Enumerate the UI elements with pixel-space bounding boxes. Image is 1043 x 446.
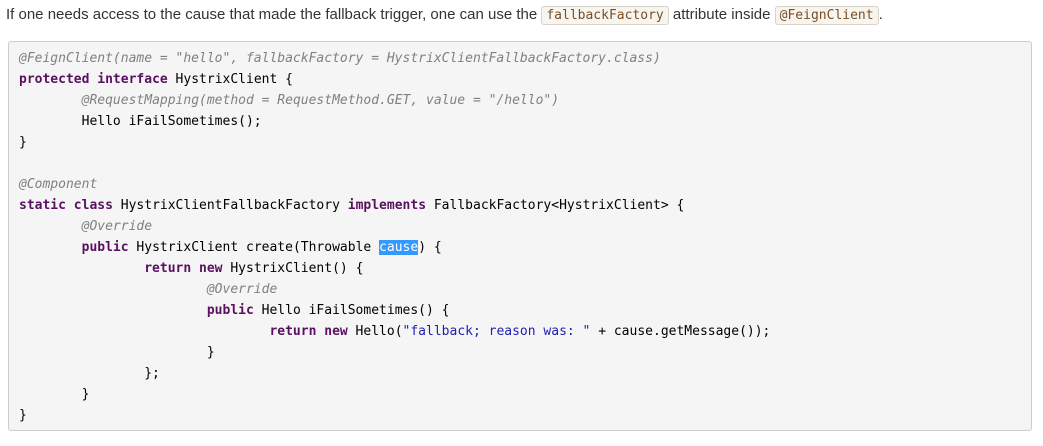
inline-code-fallback-factory: fallbackFactory <box>541 6 669 25</box>
code-line: static class HystrixClientFallbackFactor… <box>19 195 1021 216</box>
code-token: Hello( <box>347 324 403 339</box>
code-token <box>19 93 82 108</box>
code-line: public Hello iFailSometimes() { <box>19 300 1021 321</box>
code-token: HystrixClient() { <box>222 261 364 276</box>
code-token: } <box>19 345 215 360</box>
code-token <box>19 240 82 255</box>
code-token <box>19 324 269 339</box>
code-block[interactable]: @FeignClient(name = "hello", fallbackFac… <box>8 41 1032 431</box>
code-line: } <box>19 342 1021 363</box>
code-line: } <box>19 405 1021 426</box>
code-token: FallbackFactory<HystrixClient> { <box>426 198 685 213</box>
code-token: } <box>19 408 27 423</box>
code-token: HystrixClientFallbackFactory <box>112 198 348 213</box>
code-token <box>191 261 199 276</box>
code-token: @Override <box>206 282 278 297</box>
code-line: protected interface HystrixClient { <box>19 69 1021 90</box>
code-token: new <box>199 261 223 276</box>
code-token: return <box>269 324 317 339</box>
code-token: ) { <box>418 240 442 255</box>
code-token: + cause.getMessage()); <box>590 324 771 339</box>
intro-text-before: If one needs access to the cause that ma… <box>6 6 542 23</box>
code-token: implements <box>347 198 427 213</box>
code-line: @Override <box>19 216 1021 237</box>
code-token: "fallback; reason was: " <box>402 324 591 339</box>
code-token: @FeignClient(name = "hello", fallbackFac… <box>19 51 661 66</box>
code-token <box>66 198 74 213</box>
code-token <box>19 303 207 318</box>
code-token: static <box>19 198 66 213</box>
code-line: @RequestMapping(method = RequestMethod.G… <box>19 90 1021 111</box>
code-line: return new HystrixClient() { <box>19 258 1021 279</box>
code-token: } <box>19 135 27 150</box>
code-line: }; <box>19 363 1021 384</box>
inline-code-feign-client: @FeignClient <box>774 6 879 25</box>
code-token: class <box>73 198 113 213</box>
intro-text-after: . <box>878 6 883 23</box>
intro-paragraph: If one needs access to the cause that ma… <box>6 4 1035 28</box>
code-token: public <box>206 303 254 318</box>
code-token <box>19 261 144 276</box>
code-token: public <box>81 240 129 255</box>
code-token: interface <box>97 72 168 87</box>
code-token: }; <box>19 366 160 381</box>
code-line: return new Hello("fallback; reason was: … <box>19 321 1021 342</box>
code-line <box>19 153 1021 174</box>
code-token: @Component <box>19 177 98 192</box>
code-line: @FeignClient(name = "hello", fallbackFac… <box>19 48 1021 69</box>
code-token: protected <box>19 72 90 87</box>
code-line: } <box>19 132 1021 153</box>
intro-text-middle: attribute inside <box>668 6 775 23</box>
code-token: new <box>324 324 348 339</box>
code-token: Hello iFailSometimes() { <box>253 303 450 318</box>
code-token <box>19 219 82 234</box>
code-line: @Override <box>19 279 1021 300</box>
code-line: public HystrixClient create(Throwable ca… <box>19 237 1021 258</box>
code-token <box>19 282 207 297</box>
code-token: @RequestMapping(method = RequestMethod.G… <box>81 93 560 108</box>
code-token: HystrixClient { <box>167 72 293 87</box>
code-token: HystrixClient create(Throwable <box>128 240 380 255</box>
code-line: @Component <box>19 174 1021 195</box>
code-token: return <box>144 261 192 276</box>
selected-text: cause <box>379 240 419 255</box>
code-token: } <box>19 387 90 402</box>
code-line: Hello iFailSometimes(); <box>19 111 1021 132</box>
code-token: @Override <box>81 219 153 234</box>
code-line: } <box>19 384 1021 405</box>
code-token: Hello iFailSometimes(); <box>19 114 262 129</box>
